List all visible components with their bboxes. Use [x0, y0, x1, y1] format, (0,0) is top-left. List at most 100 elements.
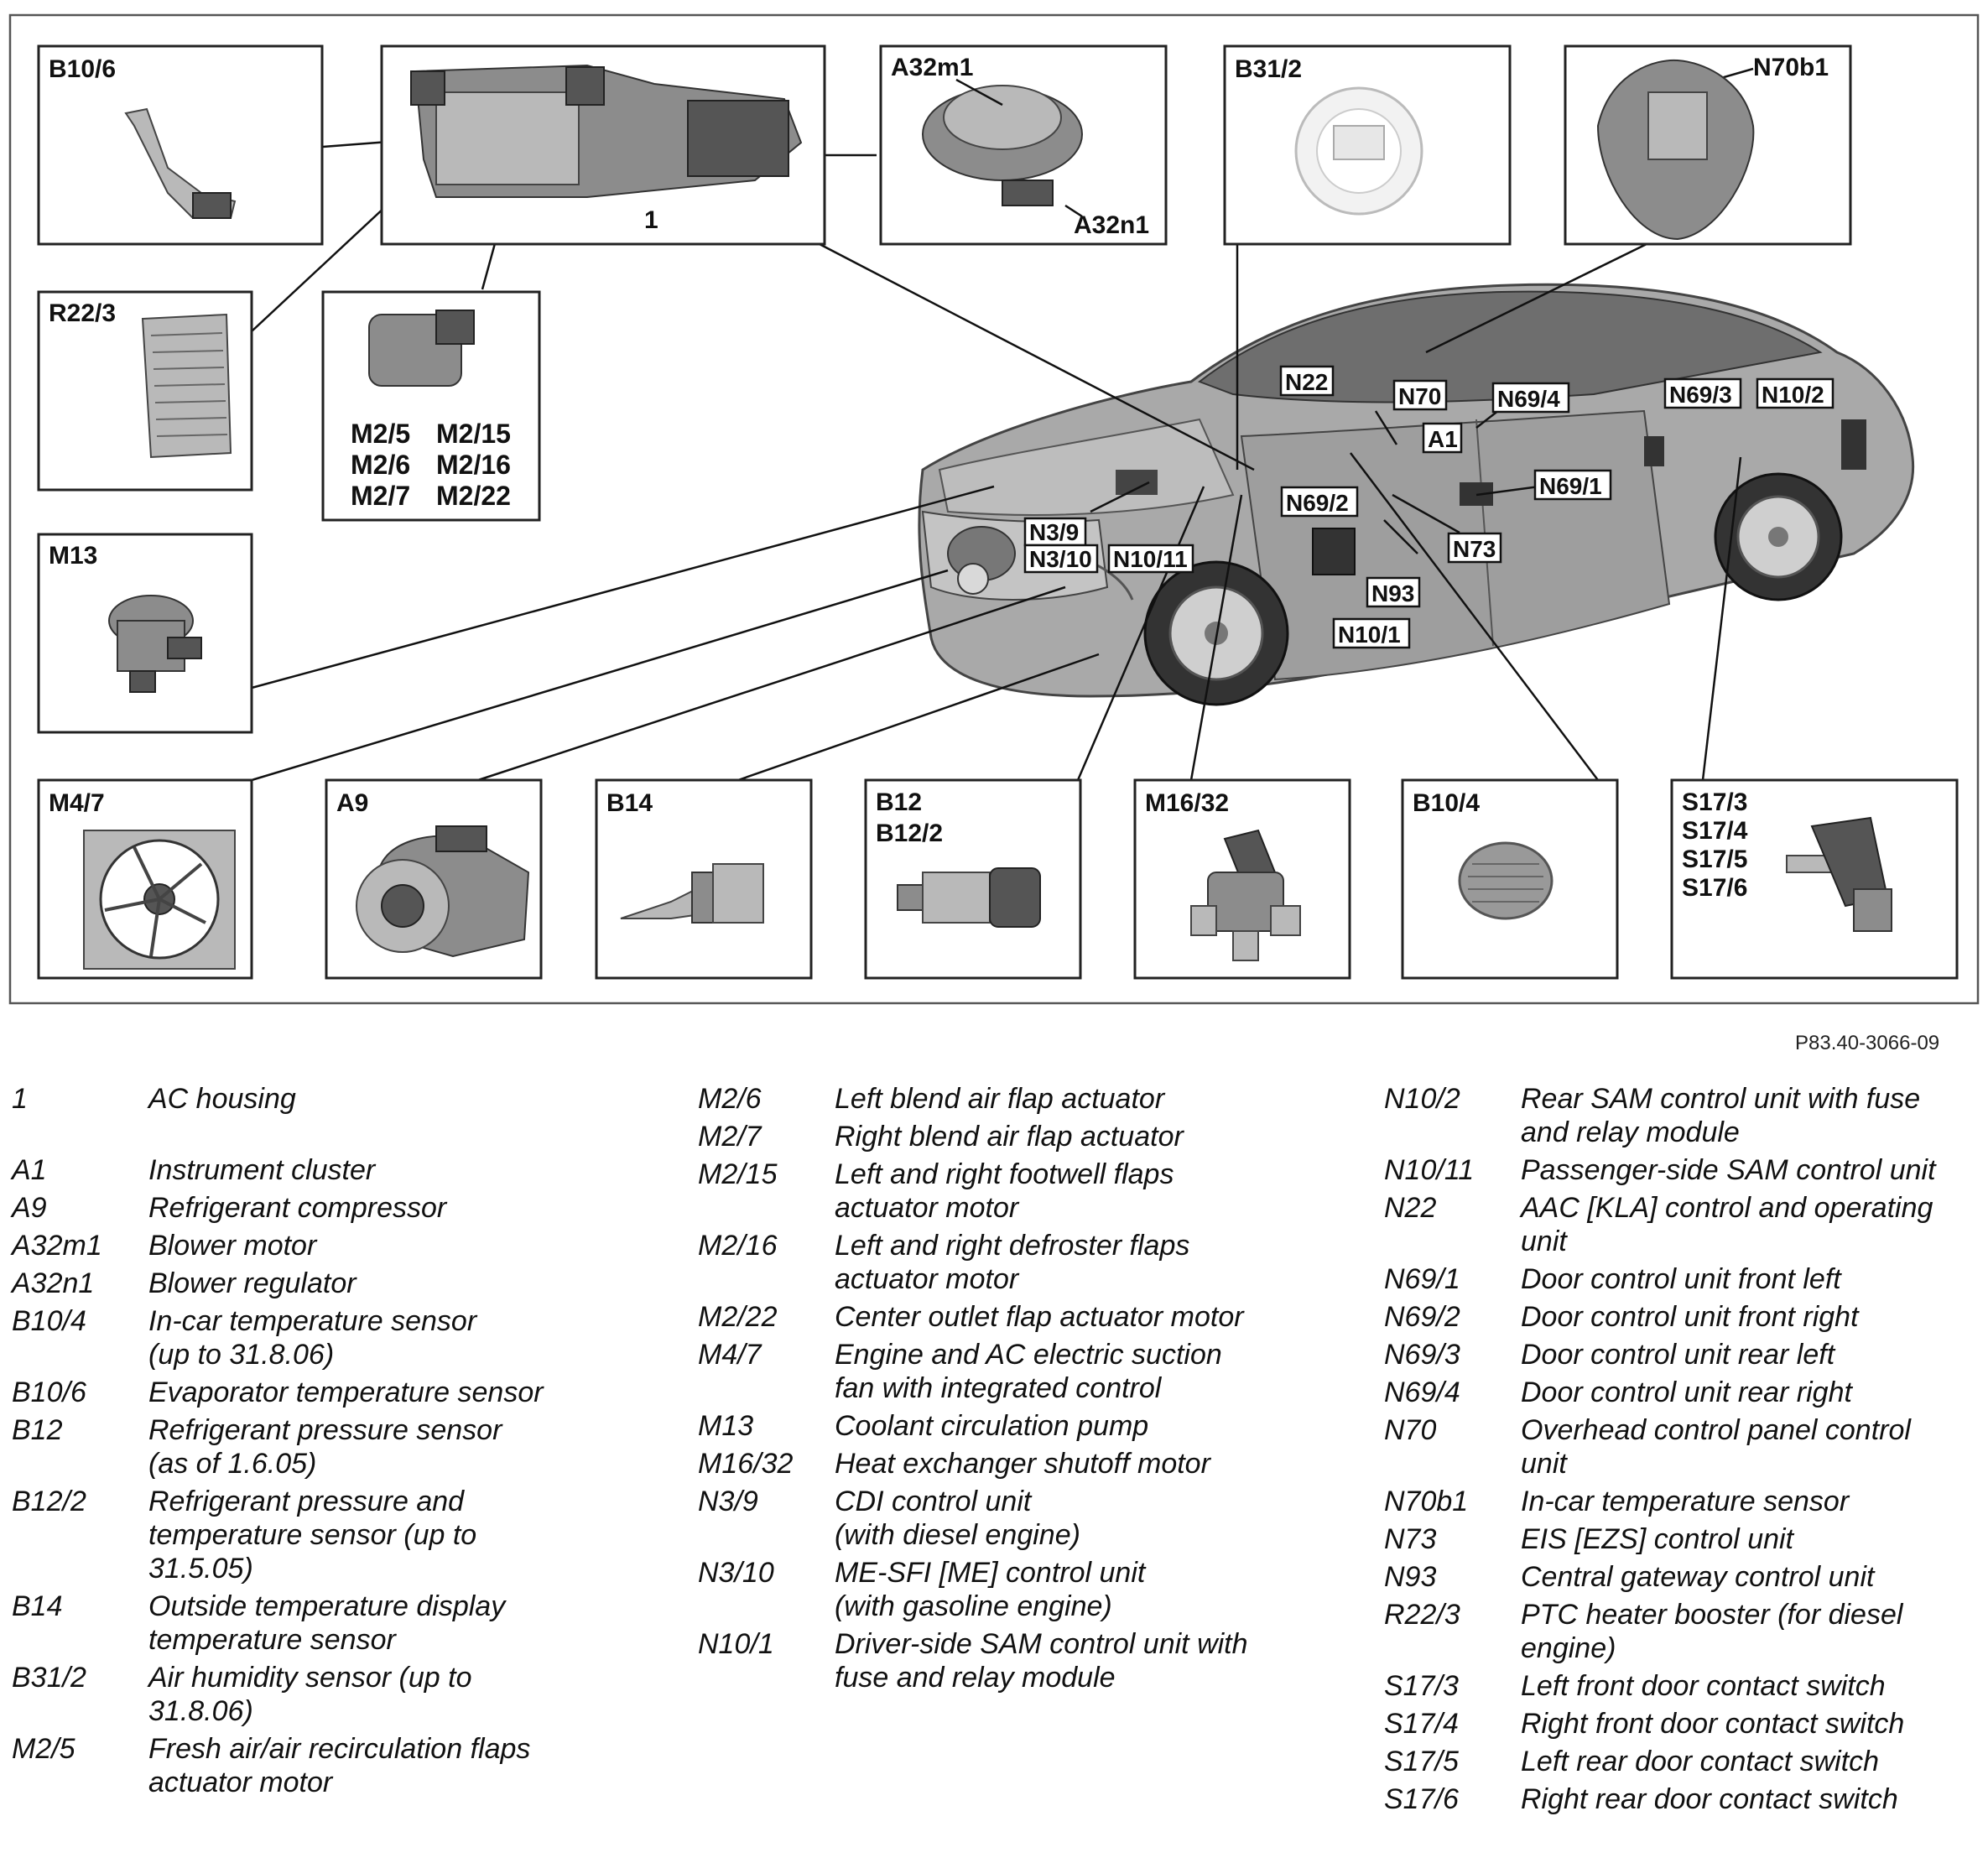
legend-code: A9 [12, 1192, 47, 1224]
legend-desc: Driver-side SAM control unit with fuse a… [835, 1628, 1248, 1694]
legend-row: M2/6 Left blend air flap actuator [698, 1082, 1369, 1116]
legend-code: A1 [12, 1154, 47, 1186]
tag-n69-1: N69/1 [1533, 469, 1612, 501]
svg-text:N70: N70 [1398, 383, 1441, 409]
legend-row: A1 Instrument cluster [12, 1153, 683, 1187]
legend-desc: Right blend air flap actuator [835, 1121, 1184, 1153]
svg-text:N69/1: N69/1 [1539, 473, 1602, 499]
legend-desc: Engine and AC electric suction fan with … [835, 1339, 1222, 1404]
legend-code: S17/4 [1384, 1708, 1459, 1740]
tag-n93: N93 [1366, 576, 1421, 608]
svg-text:N10/1: N10/1 [1338, 622, 1401, 648]
label-m2-15: M2/15 [436, 419, 511, 449]
legend-code: N22 [1384, 1192, 1437, 1224]
tag-n73: N73 [1447, 532, 1502, 564]
legend-code: N69/2 [1384, 1301, 1460, 1333]
label-b31-2: B31/2 [1235, 55, 1302, 83]
box-s17: S17/3 S17/4 S17/5 S17/6 [1670, 778, 1959, 980]
legend-desc: Left blend air flap actuator [835, 1083, 1165, 1115]
legend-desc: Fresh air/air recirculation flaps actuat… [148, 1733, 531, 1798]
legend-code: B12 [12, 1414, 63, 1446]
label-m2-16: M2/16 [436, 450, 511, 480]
legend-desc: Refrigerant pressure and temperature sen… [148, 1486, 477, 1585]
legend-code: N3/9 [698, 1486, 758, 1517]
label-m13: M13 [49, 542, 97, 570]
svg-text:N93: N93 [1371, 580, 1414, 606]
legend-code: S17/3 [1384, 1670, 1459, 1702]
legend-code: N10/11 [1384, 1154, 1475, 1186]
legend-code: M4/7 [698, 1339, 762, 1371]
legend-desc: Coolant circulation pump [835, 1410, 1149, 1442]
legend-row: B12 Refrigerant pressure sensor (as of 1.… [12, 1413, 683, 1481]
tag-n70: N70 [1392, 379, 1448, 411]
label-m4-7: M4/7 [49, 789, 105, 817]
legend-code: B31/2 [12, 1662, 86, 1694]
legend-desc: Rear SAM control unit with fuse and rela… [1521, 1083, 1921, 1148]
label-m2-22: M2/22 [436, 481, 511, 511]
legend-desc: Door control unit rear left [1521, 1339, 1835, 1371]
legend-row: N69/2 Door control unit front right [1384, 1300, 1988, 1334]
legend-desc: Refrigerant pressure sensor (as of 1.6.0… [148, 1414, 502, 1480]
box-r22-3: R22/3 [37, 290, 253, 492]
car-tags: N22 N70 N69/4 N69/3 N10/2 A1 N69/2 N69/1… [1023, 365, 1834, 649]
box-b14: B14 [595, 778, 813, 980]
legend-desc: Air humidity sensor (up to 31.8.06) [148, 1662, 472, 1727]
label-b12-2: B12/2 [876, 820, 943, 847]
legend-desc: EIS [EZS] control unit [1521, 1523, 1794, 1555]
legend-code: M2/7 [698, 1121, 762, 1153]
tag-n3-9: N3/9 [1023, 517, 1087, 547]
box-b10-4: B10/4 [1401, 778, 1619, 980]
legend-desc: In-car temperature sensor [1521, 1486, 1850, 1517]
svg-text:A1: A1 [1428, 426, 1458, 452]
label-ac-housing: 1 [644, 206, 658, 234]
legend-desc: ME-SFI [ME] control unit (with gasoline … [835, 1557, 1146, 1622]
legend-desc: Instrument cluster [148, 1154, 376, 1186]
legend-row: B31/2 Air humidity sensor (up to 31.8.06) [12, 1661, 683, 1728]
box-n70b1: N70b1 [1564, 44, 1852, 246]
box-m13: M13 [37, 533, 253, 734]
legend-code: B10/6 [12, 1376, 86, 1408]
label-m2-6: M2/6 [351, 450, 410, 480]
label-s17-3: S17/3 [1682, 788, 1747, 816]
tag-n3-10: N3/10 [1023, 544, 1099, 574]
svg-text:N22: N22 [1285, 369, 1328, 395]
svg-text:N69/4: N69/4 [1497, 386, 1560, 412]
legend-code: S17/5 [1384, 1746, 1459, 1777]
label-a9: A9 [336, 789, 368, 817]
label-m16-32: M16/32 [1145, 789, 1229, 817]
legend-desc: Evaporator temperature sensor [148, 1376, 544, 1408]
legend-code: M2/16 [698, 1230, 778, 1262]
legend-code: B14 [12, 1590, 63, 1622]
legend-code: S17/6 [1384, 1783, 1459, 1815]
legend-row: M4/7 Engine and AC electric suction fan w… [698, 1338, 1369, 1405]
legend-row: B10/6 Evaporator temperature sensor [12, 1376, 683, 1409]
tag-n10-2: N10/2 [1756, 377, 1834, 409]
legend-code: M2/6 [698, 1083, 762, 1115]
label-m2-5: M2/5 [351, 419, 410, 449]
box-m4-7: M4/7 [37, 778, 253, 980]
legend-desc: Left front door contact switch [1521, 1670, 1886, 1702]
legend-desc: Right front door contact switch [1521, 1708, 1905, 1740]
legend-code: B10/4 [12, 1305, 86, 1337]
legend-desc: Central gateway control unit [1521, 1561, 1875, 1593]
legend-desc: Door control unit front left [1521, 1263, 1841, 1295]
svg-text:N10/11: N10/11 [1113, 546, 1188, 572]
legend-desc: Door control unit front right [1521, 1301, 1859, 1333]
svg-text:N69/3: N69/3 [1669, 382, 1732, 408]
label-r22-3: R22/3 [49, 299, 116, 327]
legend-code: A32n1 [12, 1267, 95, 1299]
